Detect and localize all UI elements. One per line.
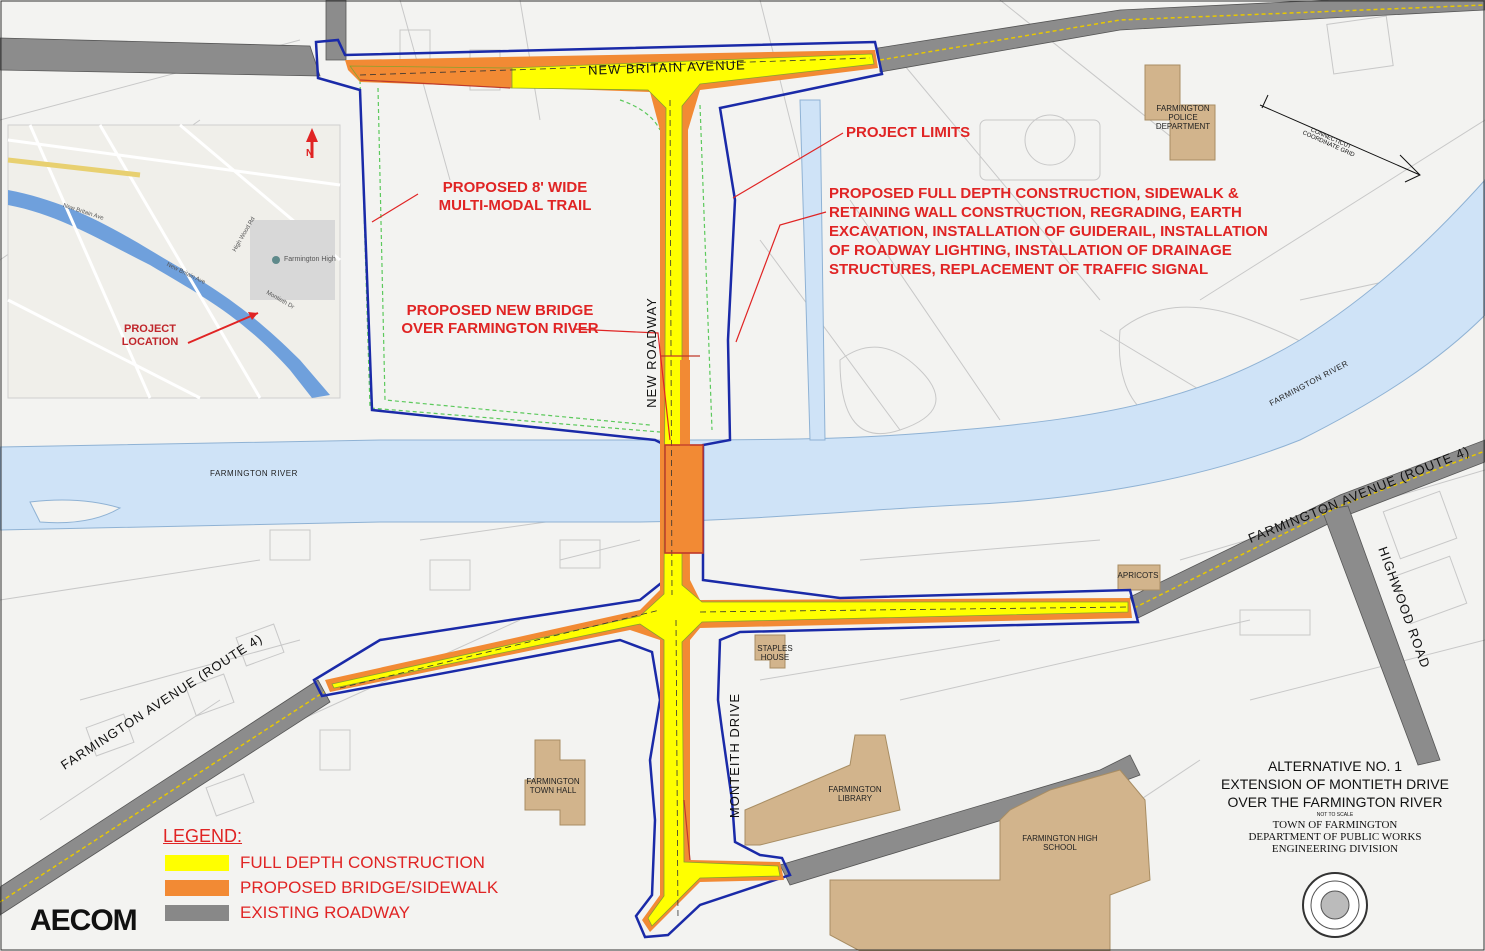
aecom-logo: AECOM (30, 904, 138, 937)
callout-trail: PROPOSED 8' WIDE MULTI-MODAL TRAIL (438, 179, 592, 214)
scope-line-2: RETAINING WALL CONSTRUCTION, REGRADING, … (829, 204, 1242, 221)
inset-poi-label: Farmington High (284, 256, 336, 263)
bridge-center (680, 360, 690, 550)
buildings (524, 64, 1216, 951)
legend-swatch-bridge (165, 880, 229, 896)
legend-title: LEGEND: (163, 826, 243, 846)
label-town-hall: FARMINGTON TOWN HALL (526, 777, 580, 795)
title-line-1: ALTERNATIVE NO. 1 (1267, 758, 1403, 774)
legend-label-bridge: PROPOSED BRIDGE/SIDEWALK (240, 878, 499, 897)
title-org-2: DEPARTMENT OF PUBLIC WORKS (1248, 831, 1422, 843)
label-monteith-drive: MONTEITH DRIVE (727, 692, 743, 819)
title-org-3: ENGINEERING DIVISION (1271, 843, 1399, 855)
title-block: ALTERNATIVE NO. 1 EXTENSION OF MONTIETH … (1195, 757, 1475, 855)
legend-swatch-existing (165, 905, 229, 921)
callout-scope: PROPOSED FULL DEPTH CONSTRUCTION, SIDEWA… (829, 184, 1268, 279)
label-staples-house: STAPLES HOUSE (757, 644, 793, 662)
title-line-2: EXTENSION OF MONTIETH DRIVE (1221, 776, 1449, 792)
inset-roads (7, 123, 341, 400)
label-river-west: FARMINGTON RIVER (210, 469, 298, 478)
coordinate-grid-arrow (1259, 94, 1421, 183)
title-line-3: OVER THE FARMINGTON RIVER (1227, 794, 1443, 810)
inset-project-location: PROJECT LOCATION (121, 323, 179, 348)
legend-label-existing: EXISTING ROADWAY (240, 903, 411, 922)
title-scale: NOT TO SCALE (1316, 812, 1354, 818)
label-high-school: FARMINGTON HIGH SCHOOL (1022, 834, 1098, 852)
legend-swatch-full-depth (165, 855, 229, 871)
red-linework (359, 79, 703, 861)
inset-river (8, 190, 330, 398)
label-library: FARMINGTON LIBRARY (828, 785, 882, 803)
inset-location-arrow (187, 312, 259, 344)
existing-roadway-striping (0, 4, 1485, 903)
callout-bridge: PROPOSED NEW BRIDGE OVER FARMINGTON RIVE… (401, 302, 599, 337)
farmington-river (0, 179, 1485, 531)
callout-project-limits: PROJECT LIMITS (846, 124, 971, 141)
inset-map (7, 123, 341, 400)
stream (799, 99, 826, 441)
inset-highway (7, 157, 141, 178)
label-new-roadway: NEW ROADWAY (643, 297, 659, 408)
inset-north-arrow (306, 128, 318, 142)
project-limits (312, 38, 1140, 939)
label-apricots: APRICOTS (1117, 571, 1159, 580)
town-seal (1302, 872, 1368, 938)
legend-label-full-depth: FULL DEPTH CONSTRUCTION (240, 853, 485, 872)
scope-line-5: STRUCTURES, REPLACEMENT OF TRAFFIC SIGNA… (829, 261, 1209, 278)
scope-line-3: EXCAVATION, INSTALLATION OF GUIDERAIL, I… (829, 223, 1268, 240)
inset-poi-pin (272, 256, 280, 264)
inset-arrow-head (248, 312, 258, 320)
title-org-1: TOWN OF FARMINGTON (1272, 819, 1398, 831)
centerlines (339, 57, 1129, 921)
scope-line-4: OF ROADWAY LIGHTING, INSTALLATION OF DRA… (829, 242, 1232, 259)
river-island (29, 499, 122, 524)
label-police-department: FARMINGTON POLICE DEPARTMENT (1155, 104, 1211, 131)
inset-school-area (250, 220, 335, 300)
inset-north-label: N (306, 148, 314, 159)
scope-line-1: PROPOSED FULL DEPTH CONSTRUCTION, SIDEWA… (829, 185, 1239, 202)
